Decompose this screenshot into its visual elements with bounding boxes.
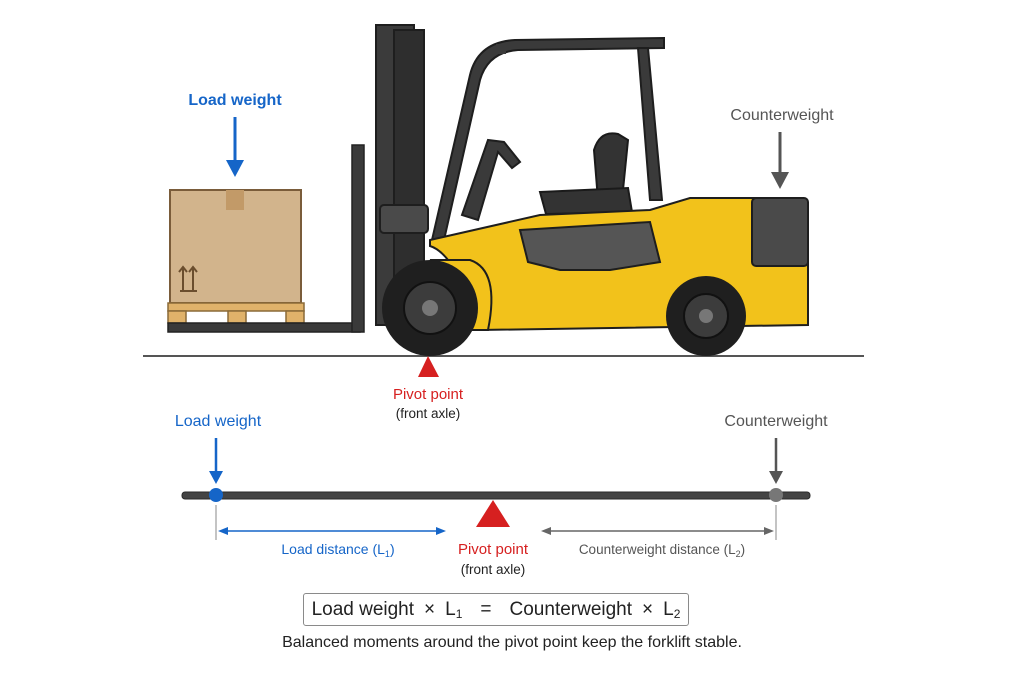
caption: Balanced moments around the pivot point … — [282, 634, 742, 651]
front-wheel — [382, 260, 478, 356]
formula-rhs: Counterweight — [509, 598, 633, 620]
cargo-box — [167, 189, 305, 324]
formula-equals: = — [480, 598, 492, 620]
top-counterweight-arrow — [771, 132, 789, 189]
load-distance-marker — [215, 505, 446, 540]
beam-load-weight-label: Load weight — [175, 413, 262, 430]
rear-wheel — [666, 276, 746, 356]
forklift-illustration — [167, 24, 809, 356]
top-load-arrow — [226, 117, 244, 177]
forklift-body — [429, 197, 809, 332]
formula-l2: L2 — [663, 598, 681, 621]
top-load-weight-label: Load weight — [188, 92, 282, 109]
load-point — [209, 488, 223, 502]
beam-counterweight-label: Counterweight — [724, 413, 828, 430]
counterweight-distance-label: Counterweight distance (L2) — [579, 542, 745, 559]
load-distance-label: Load distance (L1) — [281, 541, 394, 559]
moment-formula: Load weight × L1 = Counterweight × L2 — [303, 593, 689, 626]
beam-load-arrow — [209, 438, 223, 484]
top-pivot-label: Pivot point — [393, 386, 464, 403]
beam-pivot-sublabel: (front axle) — [461, 562, 526, 577]
overhead-guard — [430, 36, 665, 241]
top-pivot-sublabel: (front axle) — [396, 406, 461, 421]
steering-column — [460, 138, 522, 222]
formula-times-1: × — [424, 598, 436, 620]
counterweight-point — [769, 488, 783, 502]
counterweight-distance-marker — [541, 505, 777, 540]
formula-times-2: × — [642, 598, 654, 620]
formula-lhs: Load weight — [311, 598, 415, 620]
top-counterweight-label: Counterweight — [730, 107, 834, 124]
top-pivot-triangle — [418, 356, 439, 377]
beam-pivot-triangle — [476, 500, 510, 527]
formula-l1: L1 — [445, 598, 463, 621]
seat — [538, 132, 634, 216]
lever-beam — [181, 491, 811, 500]
fork — [167, 322, 361, 333]
beam-counterweight-arrow — [769, 438, 783, 484]
beam-pivot-label: Pivot point — [458, 541, 529, 558]
